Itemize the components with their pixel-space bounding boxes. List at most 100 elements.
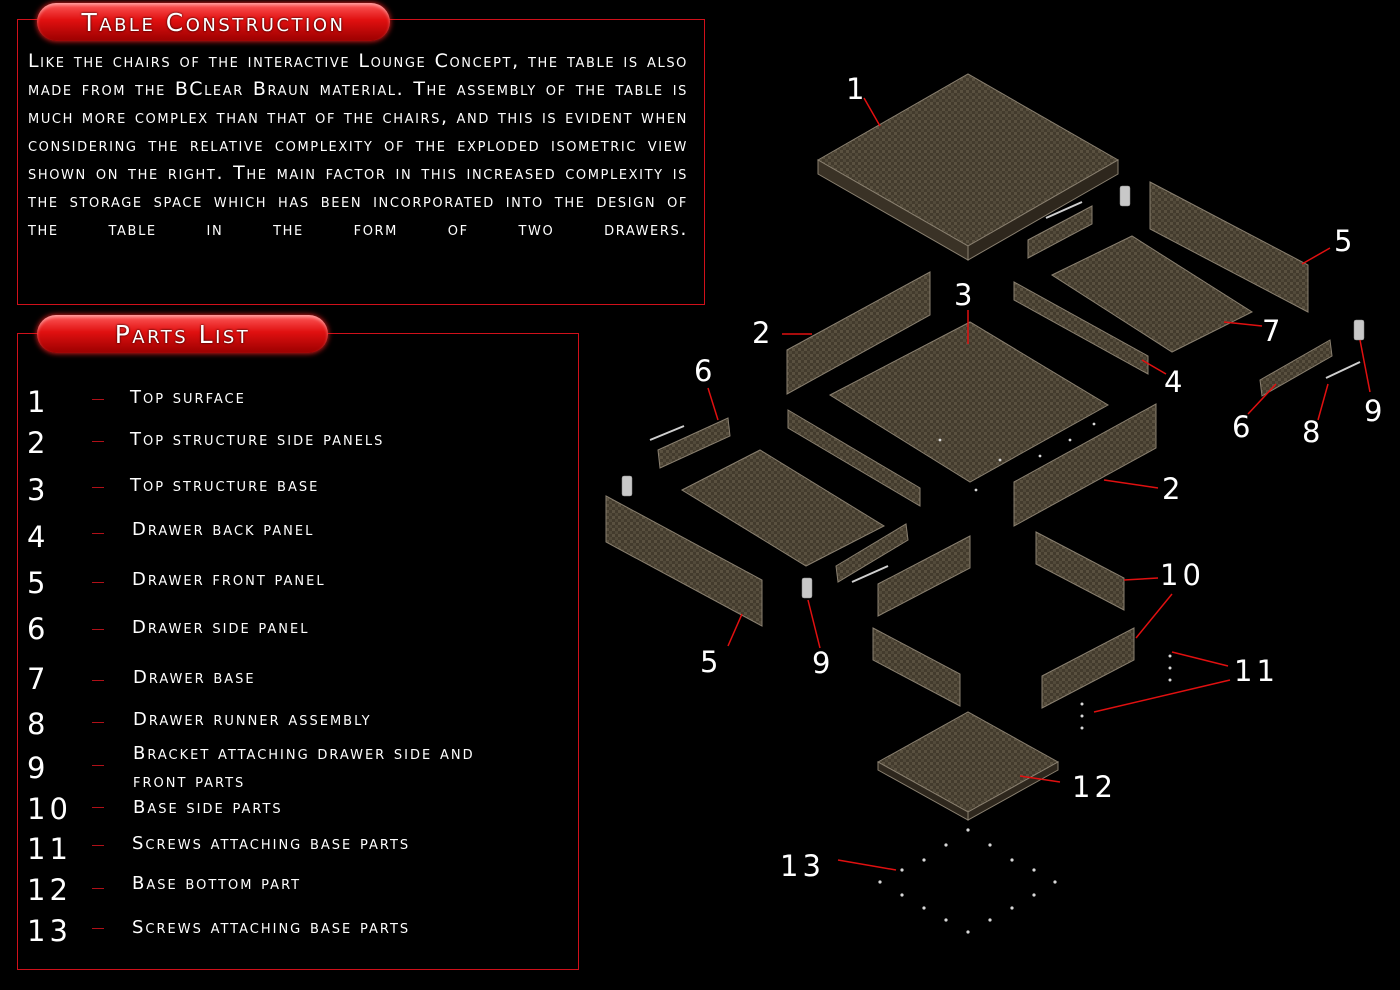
- part-3-top-structure-base: [828, 321, 1109, 483]
- part-name: Drawer front panel: [132, 569, 326, 590]
- callout-6: 6: [1232, 410, 1255, 444]
- part-2-top-structure-side-panel: [1013, 403, 1157, 527]
- leader-10: [1123, 577, 1159, 581]
- construction-heading: Table Construction: [81, 7, 346, 37]
- construction-text: Like the chairs of the interactive Loung…: [28, 50, 688, 240]
- callout-2: 2: [752, 316, 775, 350]
- leader-1: [863, 97, 881, 127]
- part-number: 13: [27, 914, 72, 948]
- leader-5: [1301, 247, 1331, 265]
- callout-12: 12: [1072, 770, 1117, 804]
- part-name: Top structure base: [130, 475, 320, 496]
- part-dash: [92, 487, 104, 488]
- part-5-drawer-front-panel: [1149, 181, 1309, 313]
- leader-13: [837, 859, 897, 871]
- part-number: 11: [27, 832, 72, 866]
- leader-6: [1247, 383, 1277, 415]
- part-dash: [92, 845, 104, 846]
- part-12-base-bottom: [876, 711, 1060, 813]
- part-name: Base side parts: [133, 797, 283, 818]
- parts-list-heading: Parts List: [114, 319, 251, 349]
- leader-2: [1103, 479, 1159, 489]
- part-number: 3: [27, 473, 50, 507]
- part-name: Top structure side panels: [130, 429, 385, 450]
- part-number: 5: [27, 566, 50, 600]
- callout-9: 9: [812, 646, 835, 680]
- part-9-bracket: [1119, 185, 1131, 207]
- callout-2: 2: [1162, 472, 1185, 506]
- leader-5: [727, 613, 743, 647]
- leader-11: [1093, 679, 1231, 713]
- part-dash: [92, 533, 104, 534]
- part-6-drawer-side-panel: [877, 535, 971, 617]
- leader-4: [1141, 359, 1167, 375]
- part-number: 6: [27, 612, 50, 646]
- callout-5: 5: [1334, 224, 1357, 258]
- part-6-drawer-side-panel: [1259, 339, 1333, 397]
- callout-6: 6: [694, 354, 717, 388]
- leader-8: [1317, 383, 1329, 421]
- part-name: Screws attaching base parts: [132, 917, 411, 938]
- part-8-drawer-runner: [1045, 201, 1083, 219]
- part-7-drawer-base: [1050, 235, 1254, 353]
- part-8-drawer-runner: [649, 425, 685, 441]
- part-6-drawer-side-panel: [835, 523, 909, 583]
- part-dash: [92, 722, 104, 723]
- callout-4: 4: [1164, 365, 1187, 399]
- leader-6: [707, 387, 719, 421]
- construction-heading-pill: Table Construction: [37, 3, 390, 41]
- part-dash: [92, 441, 104, 442]
- part-dash: [92, 399, 104, 400]
- part-number: 1: [27, 385, 50, 419]
- part-9-bracket: [621, 475, 633, 497]
- callout-13: 13: [780, 849, 825, 883]
- part-name: Screws attaching base parts: [132, 833, 411, 854]
- part-6-drawer-side-panel: [657, 417, 731, 469]
- part-name: Top surface: [130, 387, 246, 408]
- part-4-drawer-back-panel: [787, 409, 921, 507]
- callout-3: 3: [954, 278, 977, 312]
- part-name: Bracket attaching drawer side and front …: [133, 743, 475, 792]
- callout-11: 11: [1234, 654, 1279, 688]
- part-10-base-side-part: [1041, 627, 1135, 709]
- callout-7: 7: [1262, 314, 1285, 348]
- part-name: Drawer side panel: [132, 617, 310, 638]
- callout-9: 9: [1364, 394, 1387, 428]
- part-number: 2: [27, 426, 50, 460]
- leader-10: [1135, 593, 1173, 639]
- part-name: Base bottom part: [132, 873, 302, 894]
- part-number: 8: [27, 707, 50, 741]
- part-5-drawer-front-panel: [605, 495, 763, 627]
- part-dash: [92, 928, 104, 929]
- part-dash: [92, 807, 104, 808]
- leader-7: [1223, 321, 1263, 327]
- leader-9: [1359, 339, 1371, 393]
- part-dash: [92, 680, 104, 681]
- part-name: Drawer base: [133, 667, 256, 688]
- part-10-base-side-part: [872, 627, 961, 707]
- part-10-base-side-part: [1035, 531, 1125, 611]
- part-1-top-surface-edge: [967, 159, 1119, 261]
- part-name: Drawer back panel: [132, 519, 315, 540]
- callout-1: 1: [846, 72, 869, 106]
- screws: [878, 422, 1172, 934]
- part-number: 10: [27, 792, 72, 826]
- callout-8: 8: [1302, 415, 1325, 449]
- part-name: Drawer runner assembly: [133, 709, 372, 730]
- part-9-bracket: [801, 577, 813, 599]
- part-dash: [92, 888, 104, 889]
- part-number: 9: [27, 751, 50, 785]
- callout-10: 10: [1160, 558, 1205, 592]
- leader-11: [1171, 651, 1229, 667]
- part-4-drawer-back-panel: [1027, 205, 1093, 259]
- leader-12: [1019, 775, 1061, 783]
- part-dash: [92, 765, 104, 766]
- part-number: 12: [27, 873, 72, 907]
- part-number: 4: [27, 520, 50, 554]
- part-9-bracket: [1353, 319, 1365, 341]
- part-12-base-bottom-edge: [967, 761, 1059, 821]
- part-dash: [92, 629, 104, 630]
- part-number: 7: [27, 662, 50, 696]
- part-4-drawer-back-panel: [1013, 281, 1149, 375]
